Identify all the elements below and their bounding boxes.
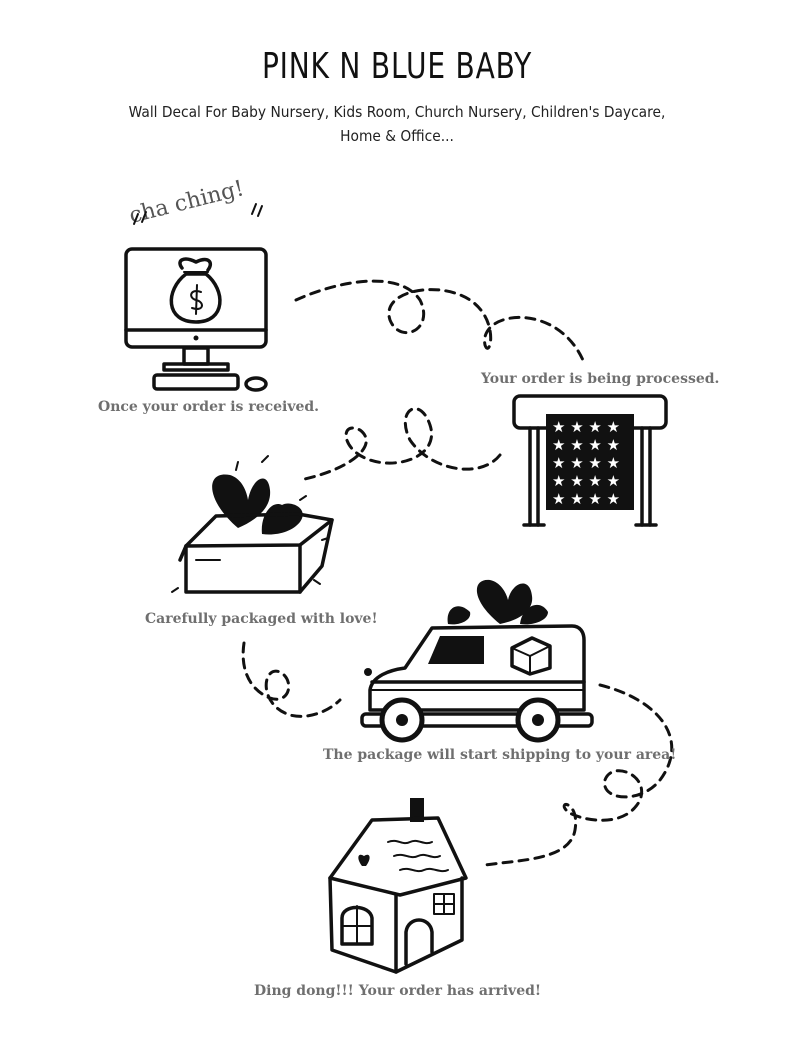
house-icon xyxy=(328,798,468,974)
sound-marks xyxy=(133,203,263,225)
star-pattern: ★ ★ ★ ★ ★ ★ ★ ★ ★ ★ ★ ★ ★ ★ ★ ★ ★ ★ ★ ★ xyxy=(552,418,620,508)
svg-text:★ ★ ★ ★: ★ ★ ★ ★ xyxy=(552,490,620,508)
svg-text:★ ★ ★ ★: ★ ★ ★ ★ xyxy=(552,418,620,436)
delivery-van-icon xyxy=(360,579,594,743)
step-5-caption: Ding dong!!! Your order has arrived! xyxy=(254,983,542,999)
step-4-caption: The package will start shipping to your … xyxy=(323,747,677,763)
subtitle-line-1: Wall Decal For Baby Nursery, Kids Room, … xyxy=(128,103,666,121)
step-2-caption: Your order is being processed. xyxy=(481,371,720,387)
dashed-path-1 xyxy=(294,279,587,367)
step-3-caption: Carefully packaged with love! xyxy=(145,611,378,627)
step-1-caption: Once your order is received. xyxy=(98,399,320,415)
gift-box-icon xyxy=(171,455,334,594)
page-subtitle: Wall Decal For Baby Nursery, Kids Room, … xyxy=(121,100,673,148)
subtitle-line-2: Home & Office... xyxy=(340,127,454,145)
computer-money-icon xyxy=(124,247,268,392)
page-title: PINK N BLUE BABY xyxy=(261,46,533,87)
svg-text:★ ★ ★ ★: ★ ★ ★ ★ xyxy=(552,472,620,490)
svg-text:★ ★ ★ ★: ★ ★ ★ ★ xyxy=(552,454,620,472)
dashed-path-3 xyxy=(241,641,342,718)
svg-text:★ ★ ★ ★: ★ ★ ★ ★ xyxy=(552,436,620,454)
printer-plotter-icon: ★ ★ ★ ★ ★ ★ ★ ★ ★ ★ ★ ★ ★ ★ ★ ★ ★ ★ ★ ★ xyxy=(512,394,668,527)
dashed-path-4 xyxy=(483,683,674,867)
dashed-path-2 xyxy=(298,407,502,482)
